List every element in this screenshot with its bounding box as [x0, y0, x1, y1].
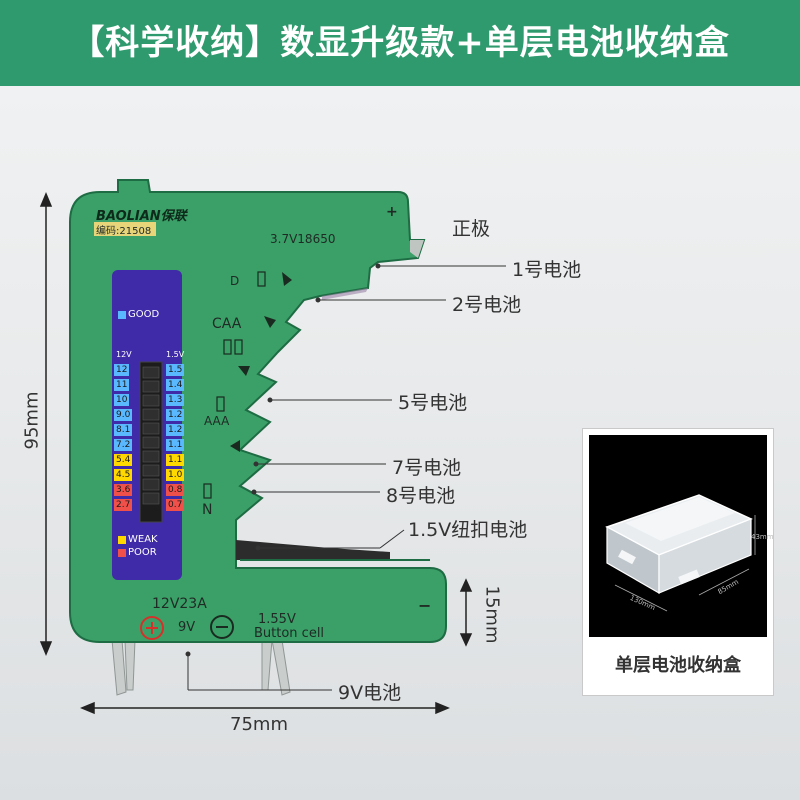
brand-logo: BAOLIAN保联: [96, 209, 187, 224]
lcd-scale-left: 11: [114, 379, 130, 391]
lcd-scale-right: 1.1: [166, 439, 185, 451]
dimension-width: 75mm: [230, 714, 288, 735]
button-cell-slot: [236, 540, 390, 560]
slot-label-d: D: [230, 274, 240, 288]
lcd-header-right: 1.5V: [166, 350, 185, 359]
lcd-scale-left: 2.7: [114, 499, 133, 511]
lcd-scale-left: 10: [114, 394, 130, 406]
lcd-header-left: 12V: [116, 350, 132, 359]
lcd-scale-right: 1.4: [166, 379, 185, 391]
header-banner: [0, 0, 800, 86]
dimension-depth: 15mm: [481, 585, 503, 644]
model-code: 编码:21508: [96, 226, 152, 237]
label-button-cell-callout: 1.5V纽扣电池: [408, 519, 528, 541]
dimension-lines: [39, 192, 473, 715]
positive-terminal-icon: [140, 616, 164, 640]
lcd-scale-left: 12: [114, 364, 130, 376]
label-button-cell: Button cell: [254, 626, 325, 641]
lcd-scale-right: 1.2: [166, 424, 185, 436]
lcd-scale-right: 1.0: [166, 469, 185, 481]
lcd-scale-left: 4.5: [114, 469, 133, 481]
label-battery-2: 2号电池: [452, 294, 522, 316]
slot-battery-icons: [203, 271, 266, 499]
label-18650: 3.7V18650: [270, 232, 336, 246]
lcd-scale-left: 7.2: [114, 439, 133, 451]
minus-sign: −: [418, 596, 432, 615]
storage-box-panel: 130mm 85mm 43mm 单层电池收纳盒: [582, 428, 774, 696]
lcd-scale-left: 5.4: [114, 454, 133, 466]
label-battery-8: 8号电池: [386, 485, 456, 507]
lcd-weak: WEAK: [128, 534, 158, 545]
plus-sign: +: [386, 204, 398, 220]
storage-box-drawing: [605, 494, 756, 612]
lcd-scale-right: 1.1: [166, 454, 185, 466]
page-title: 【科学收纳】数显升级款+单层电池收纳盒: [70, 23, 730, 63]
label-battery-9v: 9V电池: [338, 682, 402, 704]
lcd-scale-left: 8.1: [114, 424, 133, 436]
lcd-scale-left: 9.0: [114, 409, 133, 421]
lcd-scale-right: 1.2: [166, 409, 185, 421]
label-155v: 1.55V: [258, 612, 296, 627]
label-battery-1: 1号电池: [512, 259, 582, 281]
label-battery-7: 7号电池: [392, 457, 462, 479]
dimension-height: 95mm: [21, 391, 43, 450]
label-positive: 正极: [452, 218, 491, 240]
label-battery-5: 5号电池: [398, 392, 468, 414]
lcd-good: GOOD: [128, 309, 160, 320]
leader-lines: [185, 263, 506, 691]
lcd-scale-right: 0.7: [166, 499, 185, 511]
box-dim-height: 43mm: [751, 533, 774, 541]
lcd-scale-right: 0.8: [166, 484, 185, 496]
lcd-scale-right: 1.3: [166, 394, 185, 406]
storage-box-caption: 单层电池收纳盒: [615, 655, 741, 676]
lcd-poor: POOR: [128, 547, 157, 558]
slot-label-n: N: [202, 502, 213, 518]
lcd-scale-right: 1.5: [166, 364, 185, 376]
storage-box-photo: 130mm 85mm 43mm: [589, 435, 774, 637]
lcd-scale-left: 3.6: [114, 484, 133, 496]
slot-label-aaa: AAA: [204, 414, 230, 428]
contact-pins: [111, 639, 291, 696]
slot-label-caa: CAA: [212, 316, 242, 332]
label-9v: 9V: [178, 620, 196, 635]
label-12v23a: 12V23A: [152, 596, 207, 612]
negative-terminal-icon: [210, 615, 234, 639]
slot-arrows: [230, 272, 292, 452]
